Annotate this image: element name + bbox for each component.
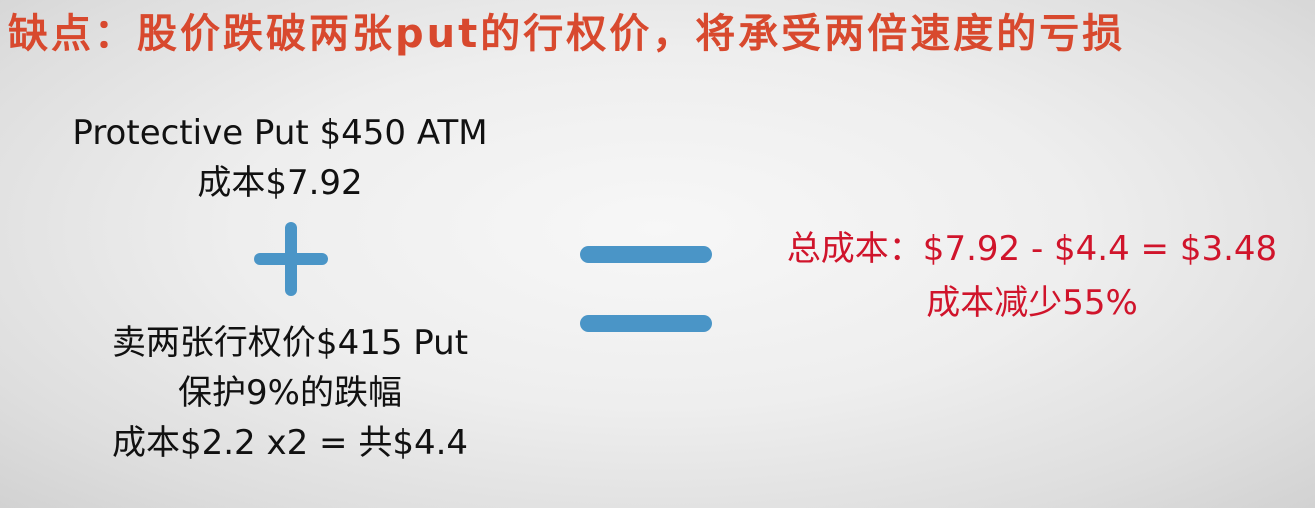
sold-puts-label: 卖两张行权价$415 Put — [111, 323, 469, 363]
sold-puts-section: 卖两张行权价$415 Put 保护9%的跌幅 成本$2.2 x2 = 共$4.4 — [20, 318, 560, 468]
sold-puts-protection: 保护9%的跌幅 — [178, 373, 402, 413]
total-cost: 总成本：$7.92 - $4.4 = $3.48 — [786, 229, 1278, 269]
protective-put-cost: 成本$7.92 — [197, 163, 363, 203]
equals-top-bar — [580, 246, 712, 263]
result-section: 总成本：$7.92 - $4.4 = $3.48 成本减少55% — [752, 222, 1312, 330]
plus-icon — [254, 222, 328, 296]
plus-vertical-bar — [285, 222, 297, 296]
equals-icon — [580, 246, 712, 332]
protective-put-label: Protective Put $450 ATM — [72, 113, 488, 153]
cost-reduction: 成本减少55% — [926, 283, 1138, 323]
equals-bottom-bar — [580, 315, 712, 332]
protective-put-section: Protective Put $450 ATM 成本$7.92 — [20, 108, 540, 208]
slide-title: 缺点：股价跌破两张put的行权价，将承受两倍速度的亏损 — [8, 11, 1126, 57]
sold-puts-cost: 成本$2.2 x2 = 共$4.4 — [111, 423, 469, 463]
